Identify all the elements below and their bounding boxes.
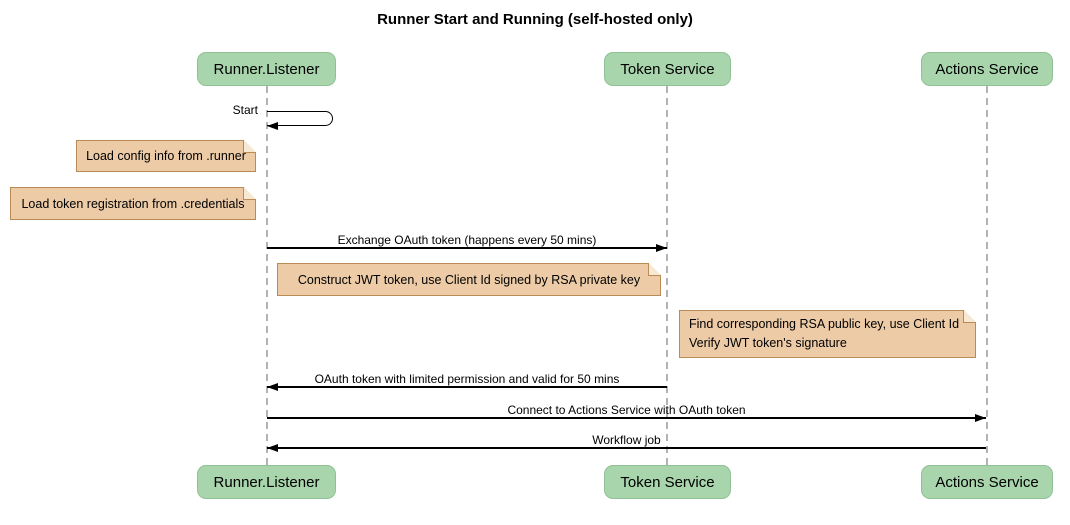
arrowhead-left-icon [267,444,278,452]
actor-label: Runner.Listener [213,60,320,78]
actor-label: Actions Service [935,473,1039,491]
arrowhead-right-icon [975,414,986,422]
note-line: Load config info from .runner [86,149,246,163]
message-workflow-job-label: Workflow job [592,433,661,447]
actor-token-service-top: Token Service [604,52,731,86]
lifeline-token-service [666,86,668,465]
actor-label: Token Service [620,473,715,491]
message-connect-actions-label: Connect to Actions Service with OAuth to… [507,403,746,417]
arrowhead-right-icon [656,244,667,252]
diagram-title: Runner Start and Running (self-hosted on… [377,11,693,28]
message-oauth-token-label: OAuth token with limited permission and … [314,372,620,386]
actor-runner-listener-bottom: Runner.Listener [197,465,336,499]
message-line [267,447,986,449]
actor-label: Runner.Listener [213,473,320,491]
note-line: Verify JWT token's signature [689,336,847,350]
message-start-label: Start [232,103,258,117]
message-exchange-oauth-label: Exchange OAuth token (happens every 50 m… [337,233,597,247]
note-load-config: Load config info from .runner [76,140,256,172]
arrowhead-left-icon [267,383,278,391]
lifeline-actions-service [986,86,988,465]
actor-actions-service-bottom: Actions Service [921,465,1053,499]
note-line: Load token registration from .credential… [21,196,245,211]
actor-label: Actions Service [935,60,1039,78]
actor-actions-service-top: Actions Service [921,52,1053,86]
note-load-token-registration: Load token registration from .credential… [10,187,256,220]
message-line [267,417,986,419]
actor-label: Token Service [620,60,715,78]
note-construct-jwt: Construct JWT token, use Client Id signe… [277,263,661,296]
note-line: Construct JWT token, use Client Id signe… [297,272,641,287]
actor-token-service-bottom: Token Service [604,465,731,499]
message-line [267,247,667,249]
arrowhead-left-icon [267,122,278,130]
lifeline-runner-listener [266,86,268,465]
self-loop-line [267,111,333,126]
actor-runner-listener-top: Runner.Listener [197,52,336,86]
note-line: Find corresponding RSA public key, use C… [689,317,960,331]
note-verify-jwt: Find corresponding RSA public key, use C… [679,310,976,358]
message-line [267,386,667,388]
